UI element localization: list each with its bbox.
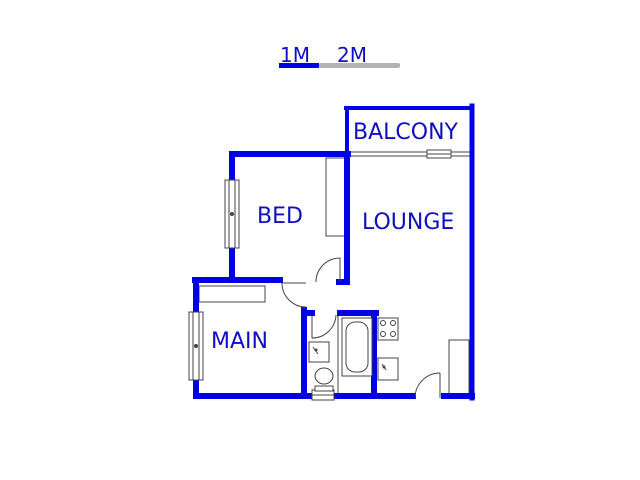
room-label-lounge: LOUNGE bbox=[362, 210, 454, 235]
main-door bbox=[281, 282, 307, 308]
room-labels: BALCONY BED LOUNGE MAIN bbox=[211, 120, 459, 354]
windows bbox=[188, 149, 452, 401]
main-window bbox=[188, 311, 204, 381]
bed-door bbox=[315, 257, 341, 283]
room-label-main: MAIN bbox=[211, 329, 268, 354]
entrance-door bbox=[414, 372, 441, 399]
bed-cupboard bbox=[325, 157, 347, 237]
balcony-sliding-door bbox=[426, 149, 452, 159]
scale-bar-grey-segment bbox=[319, 63, 400, 68]
kitchen-sink bbox=[377, 357, 399, 381]
basin bbox=[308, 341, 330, 363]
bed-window bbox=[224, 179, 240, 249]
stove bbox=[377, 317, 399, 341]
thin-lines bbox=[198, 151, 472, 395]
room-label-bed: BED bbox=[257, 204, 303, 229]
bathroom-door bbox=[311, 314, 337, 339]
fixtures bbox=[308, 317, 399, 392]
main-cupboard bbox=[198, 285, 266, 303]
scale-bar-blue-segment bbox=[279, 63, 319, 68]
lounge-cupboard bbox=[448, 339, 470, 395]
doors bbox=[281, 257, 441, 399]
bathtub bbox=[341, 317, 373, 377]
toilet bbox=[314, 367, 334, 392]
scale-bar: 1M 2M bbox=[279, 43, 400, 68]
room-label-balcony: BALCONY bbox=[353, 120, 459, 145]
